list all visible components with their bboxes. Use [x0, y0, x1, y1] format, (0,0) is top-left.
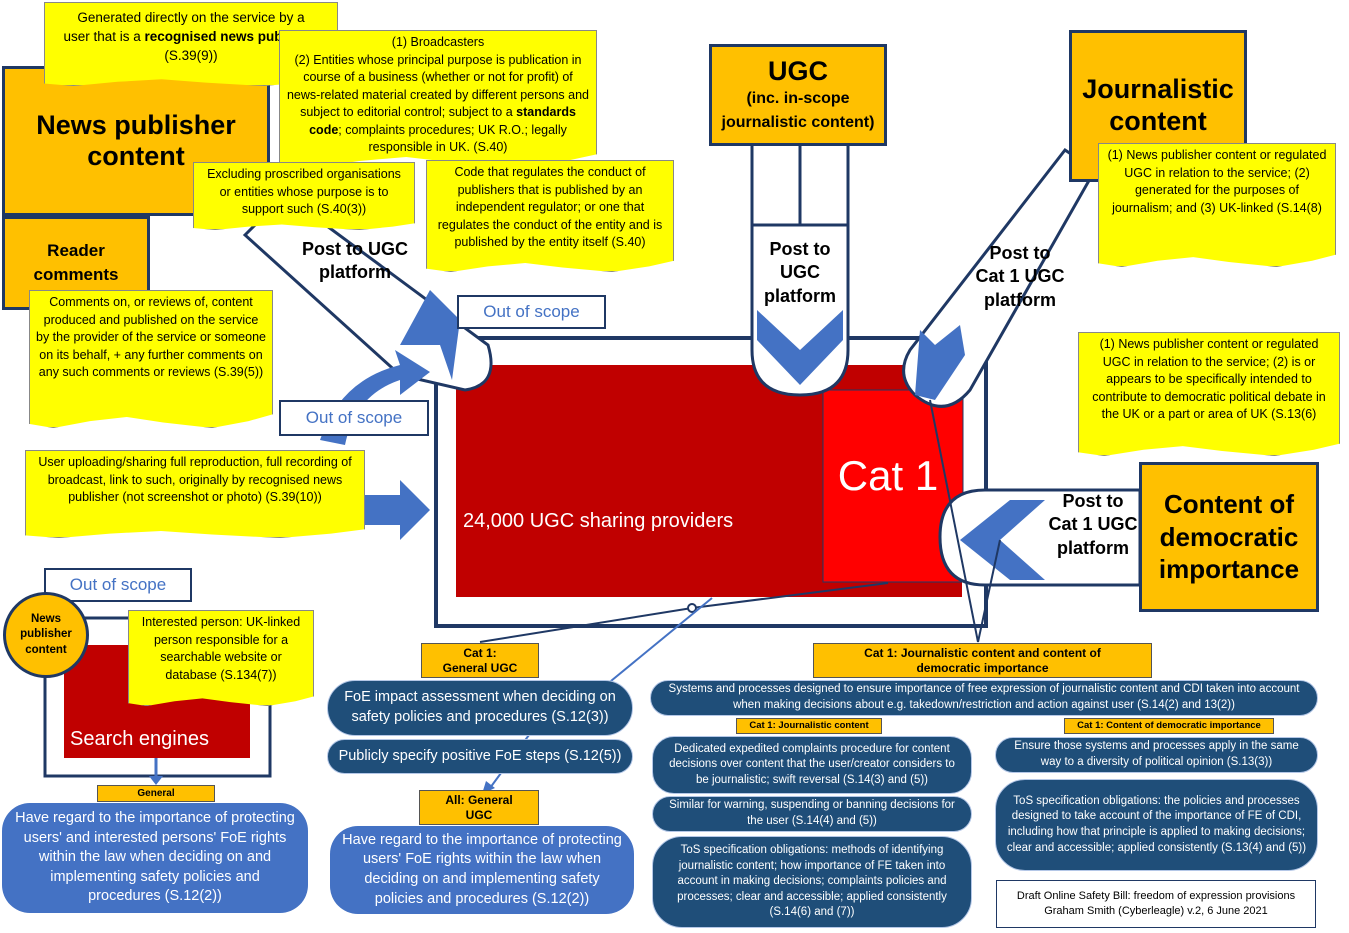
cdi-label: Content of democratic importance [1158, 489, 1300, 585]
ensure-diversity-box: Ensure those systems and processes apply… [995, 737, 1318, 773]
full-reproduction-note: User uploading/sharing full reproduction… [25, 450, 365, 538]
journalistic-content-label: Journalistic content [1082, 74, 1234, 137]
post-to-cat1-right-label: Post to Cat 1 UGC platform [1048, 491, 1138, 558]
all-general-duty: Have regard to the importance of protect… [330, 826, 634, 914]
standards-code-note-text: Code that regulates the conduct of publi… [437, 165, 663, 249]
ugc-title: UGC [768, 55, 828, 86]
news-publisher-content-label: News publisher content [36, 109, 236, 171]
cdi-note: (1) News publisher content or regulated … [1078, 332, 1340, 456]
broadcasters-note: (1) Broadcasters (2) Entities whose prin… [279, 30, 597, 168]
interested-person-note-text: Interested person: UK-linked person resp… [141, 615, 301, 682]
foe-impact-box: FoE impact assessment when deciding on s… [327, 680, 633, 736]
search-engine-duty: Have regard to the importance of protect… [2, 803, 308, 913]
news-publisher-circle: News publisher content [3, 592, 89, 678]
out-of-scope-1: Out of scope [457, 295, 606, 329]
general-label: General [97, 785, 215, 802]
similar-warning-box: Similar for warning, suspending or banni… [652, 796, 972, 832]
chevron-left-icon [960, 500, 1045, 580]
reader-comments-note-text: Comments on, or reviews of, content prod… [36, 295, 266, 379]
top-note-line2: user that is a recognised news publisher [63, 28, 319, 44]
tos-jc-box: ToS specification obligations: methods o… [652, 836, 972, 928]
journalistic-note: (1) News publisher content or regulated … [1098, 143, 1336, 267]
excluding-note: Excluding proscribed organisations or en… [193, 162, 415, 230]
excluding-note-text: Excluding proscribed organisations or en… [207, 167, 401, 216]
ugc-subtitle: (inc. in-scope journalistic content) [721, 89, 875, 131]
standards-code-note: Code that regulates the conduct of publi… [426, 160, 674, 272]
top-note-line1: Generated directly on the service by a [77, 10, 305, 25]
all-general-ugc-header: All: General UGC [419, 790, 539, 825]
expedited-complaints-box: Dedicated expedited complaints procedure… [652, 736, 972, 794]
standards-code-bold: standards code [309, 105, 576, 137]
journalistic-note-text: (1) News publisher content or regulated … [1107, 148, 1327, 215]
credit-line2: Graham Smith (Cyberleagle) v.2, 6 June 2… [1044, 905, 1268, 917]
cdi-box: Content of democratic importance [1139, 462, 1319, 612]
chevron-arrow-left-icon [400, 290, 460, 380]
cat1-jc-cdi-header: Cat 1: Journalistic content and content … [813, 643, 1152, 678]
top-note-bold: recognised news publisher [144, 28, 319, 44]
post-to-cat1-top-label: Post to Cat 1 UGC platform [975, 243, 1065, 310]
publicly-specify-box: Publicly specify positive FoE steps (S.1… [327, 739, 633, 774]
chevron-down-icon [757, 310, 843, 385]
search-engines-label: Search engines [70, 728, 209, 750]
reader-comments-label: Reader comments [33, 241, 119, 284]
post-to-ugc-left-label: Post to UGC platform [302, 239, 408, 283]
reader-comments-note: Comments on, or reviews of, content prod… [29, 290, 273, 428]
ugc-providers-label: 24,000 UGC sharing providers [463, 510, 734, 532]
post-to-ugc-mid-label: Post to UGC platform [764, 239, 836, 306]
cdi-note-text: (1) News publisher content or regulated … [1092, 337, 1326, 421]
full-reproduction-note-text: User uploading/sharing full reproduction… [38, 455, 352, 504]
cat1-label: Cat 1 [837, 452, 939, 499]
cat1-jc-header: Cat 1: Journalistic content [736, 718, 882, 734]
interested-person-note: Interested person: UK-linked person resp… [128, 610, 314, 706]
out-of-scope-3: Out of scope [44, 568, 192, 602]
credit-box: Draft Online Safety Bill: freedom of exp… [996, 880, 1316, 928]
ugc-box: UGC (inc. in-scope journalistic content) [709, 44, 887, 146]
cat1-general-ugc-header: Cat 1: General UGC [421, 643, 539, 678]
broadcasters-line2: (2) Entities whose principal purpose is … [286, 52, 590, 155]
chevron-down-left-icon [915, 325, 965, 400]
credit-line1: Draft Online Safety Bill: freedom of exp… [1016, 889, 1296, 902]
broadcasters-line1: (1) Broadcasters [391, 35, 485, 49]
tos-cdi-box: ToS specification obligations: the polic… [995, 779, 1318, 871]
cat1-cdi-header: Cat 1: Content of democratic importance [1064, 718, 1274, 734]
out-of-scope-2: Out of scope [279, 400, 429, 436]
right-arrow-icon [365, 480, 430, 540]
systems-processes-box: Systems and processes designed to ensure… [650, 680, 1318, 716]
top-note-line3: (S.39(9)) [164, 47, 218, 63]
